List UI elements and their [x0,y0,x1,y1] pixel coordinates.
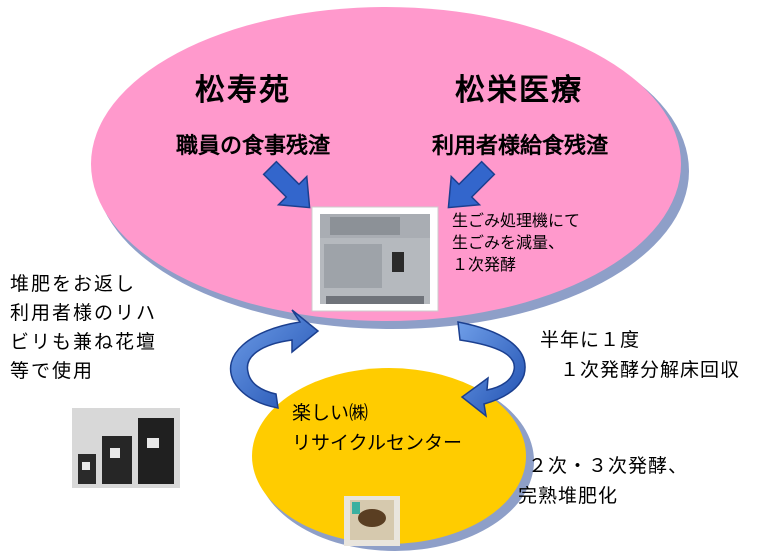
collection-note-line-2: １次発酵分解床回収 [560,359,741,381]
machine-note-line-2: 生ごみを減量、 [452,233,565,252]
compost-bags-photo [72,408,180,488]
machine-note-line-1: 生ごみ処理機にて [452,211,581,230]
left-org-name: 松寿苑 [195,73,291,108]
composting-note: ２次・３次発酵、 完熟堆肥化 [518,451,688,511]
company-line-1: 楽しい㈱ [292,402,369,424]
return-compost-note: 堆肥をお返し 利用者様のリハ ビリも兼ね花壇 等で使用 [10,270,157,386]
right-waste-label: 利用者様給食残渣 [432,134,609,159]
bottom-ellipse [252,368,526,544]
compost-sample-photo [344,496,400,546]
return-note-line-4: 等で使用 [10,360,95,382]
return-note-line-2: 利用者様のリハ [10,302,158,324]
composting-note-line-1: ２次・３次発酵、 [528,455,689,477]
return-note-line-1: 堆肥をお返し [10,273,137,295]
collection-note-line-1: 半年に１度 [540,329,641,351]
company-line-2: リサイクルセンター [292,432,463,454]
down-left-arrow-icon [447,160,496,209]
return-note-line-3: ビリも兼ね花壇 [10,331,158,353]
left-waste-label: 職員の食事残渣 [176,134,331,159]
machine-note-line-3: １次発酵 [452,255,517,274]
machine-note: 生ごみ処理機にて 生ごみを減量、 １次発酵 [452,210,580,276]
down-right-arrow-icon [262,160,311,209]
garbage-processor-photo [311,206,439,312]
right-org-name: 松栄医療 [455,73,583,108]
composting-note-line-2: 完熟堆肥化 [518,485,619,507]
cycle-arrow-left-icon [229,309,320,409]
collection-note: 半年に１度 １次発酵分解床回収 [540,325,740,385]
top-ellipse [91,7,681,321]
cycle-arrow-right-icon [457,321,526,418]
recycling-company-name: 楽しい㈱ リサイクルセンター [292,398,462,458]
